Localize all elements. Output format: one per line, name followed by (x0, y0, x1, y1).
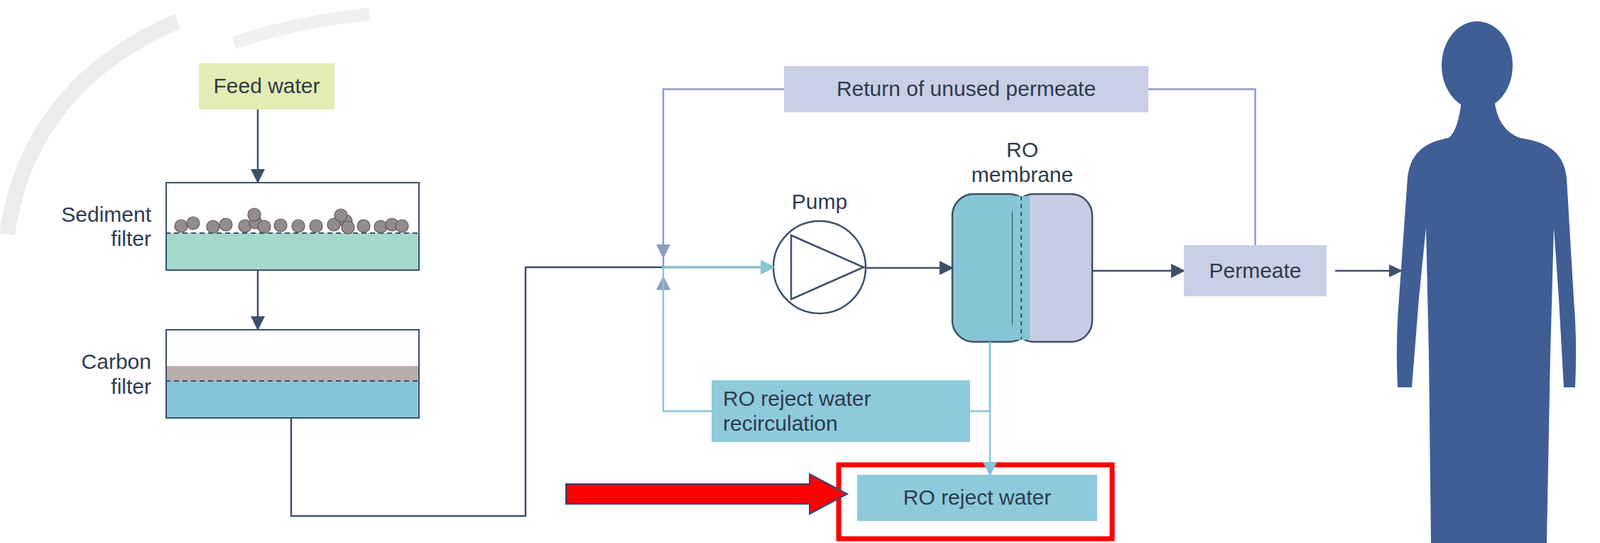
node-label: RO membrane (965, 137, 1080, 187)
flow-connector (1092, 269, 1184, 272)
pump-triangle (791, 235, 864, 299)
sediment-particle (395, 219, 409, 233)
carbon-layer (165, 365, 420, 381)
carbon-water (165, 380, 420, 419)
output-box: Permeate (1183, 245, 1327, 297)
sediment-particle (206, 220, 220, 233)
flow-label-box: Return of unused permeate (784, 66, 1149, 113)
flow-connector (970, 341, 990, 412)
flow-connector (865, 267, 953, 270)
node-label: Sediment filter (44, 201, 152, 251)
membrane-feed-side (952, 193, 1031, 342)
flow-label-box: RO reject water recirculation (711, 379, 971, 442)
node-label: Pump (776, 189, 863, 215)
sediment-particle (334, 208, 348, 222)
sediment-particle (309, 219, 323, 233)
filter-box: Carbon filter (165, 328, 420, 419)
sediment-particle (291, 219, 305, 233)
flow-connector (257, 109, 260, 182)
filter-box: Sediment filter (165, 181, 420, 271)
flow-connector (1148, 89, 1256, 246)
input-box: Feed water (198, 63, 335, 110)
node-label: Carbon filter (44, 349, 152, 399)
output-box: RO reject water (857, 474, 1098, 521)
membrane-node: RO membrane (952, 193, 1093, 342)
person-head (1441, 21, 1513, 110)
sediment-particles (174, 208, 409, 234)
flow-connector (989, 341, 992, 475)
sediment-particle (257, 220, 271, 233)
sediment-water (165, 232, 420, 271)
pump-node: Pump (773, 220, 866, 314)
sediment-particle (247, 208, 261, 221)
node-label: RO reject water recirculation (722, 386, 959, 436)
sediment-particle (374, 220, 388, 233)
membrane-line (1020, 196, 1022, 340)
sediment-particle (274, 218, 287, 232)
node-label: RO reject water (903, 485, 1052, 510)
sediment-particle (186, 216, 200, 230)
supply-arrowhead (1389, 264, 1403, 277)
node-label: Permeate (1208, 258, 1302, 284)
node-label: Feed water (213, 73, 320, 99)
sediment-particle (219, 218, 233, 231)
highlight-arrow (566, 473, 848, 514)
person-body (1396, 98, 1576, 543)
membrane-permeate-side (1012, 193, 1093, 342)
node-label: Return of unused permeate (836, 76, 1096, 102)
supply-line (1335, 269, 1391, 272)
watermark-arc (234, 14, 370, 43)
flow-connector (663, 89, 785, 268)
membrane-fill (1012, 196, 1030, 340)
sediment-particle (174, 219, 188, 233)
highlight-frame (838, 464, 1113, 539)
flow-connector (291, 267, 774, 516)
flow-connector (257, 270, 260, 329)
sediment-particle (357, 219, 370, 233)
pump-symbol (773, 220, 866, 314)
sediment-particle (341, 220, 355, 234)
filter-mesh (165, 379, 420, 382)
